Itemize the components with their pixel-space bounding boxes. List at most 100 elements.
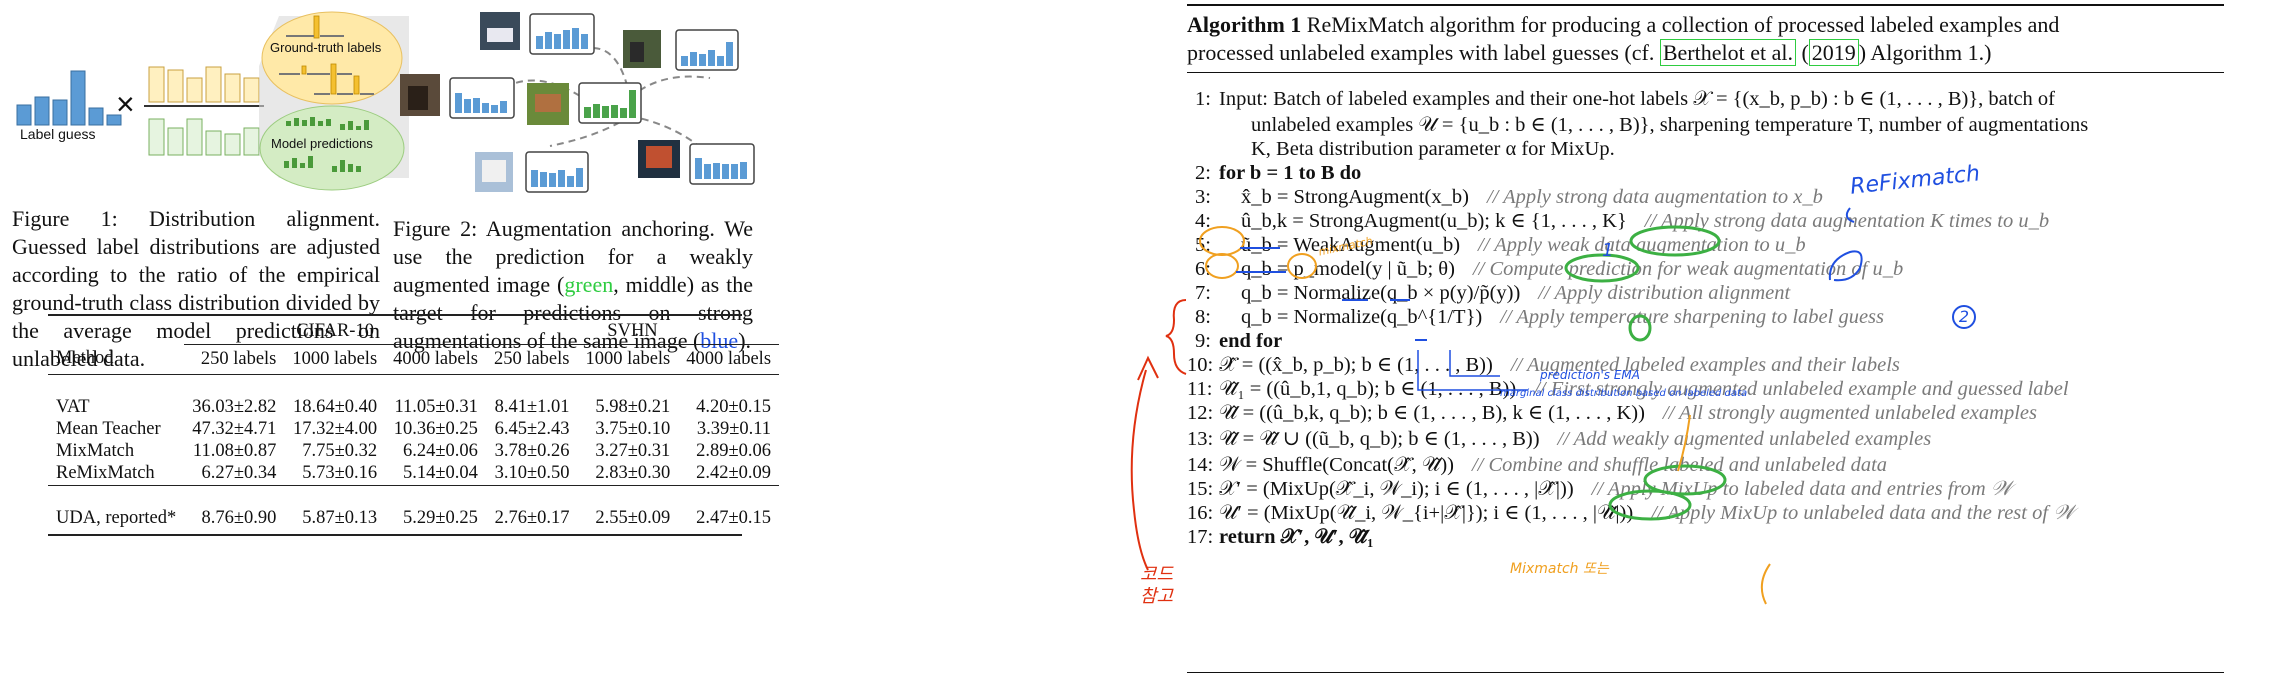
- figure-1-diagram: [16, 11, 409, 191]
- column-header: 250 labels: [200, 348, 277, 369]
- line-number: 10:: [1187, 354, 1214, 376]
- line-comment: // Add weakly augmented unlabeled exampl…: [1557, 428, 1932, 450]
- line-number: 17:: [1187, 526, 1214, 548]
- thumbnail-images: [400, 12, 680, 192]
- line-number: 7:: [1195, 282, 1211, 304]
- note-mixmatch-alt: Mixmatch 또는: [1510, 561, 1609, 577]
- algorithm-line: 8:q_b = Normalize(q_b^{1/T})// Apply tem…: [1187, 304, 1884, 330]
- line-comment: // Apply weak data augmentation to u_b: [1478, 234, 1806, 256]
- table-cell: 3.39±0.11: [696, 419, 772, 439]
- line-number: 9:: [1195, 330, 1211, 352]
- line-code: return 𝒳′, 𝒰′, 𝒰̂₁: [1219, 526, 1374, 548]
- line-comment: // Apply MixUp to unlabeled data and the…: [1651, 502, 2075, 524]
- note-korean: 코드 참고: [1140, 564, 1174, 607]
- table-cell: 2.89±0.06: [696, 441, 772, 461]
- table-cell: 11.05±0.31: [394, 397, 478, 417]
- column-header: 4000 labels: [393, 348, 478, 369]
- column-header: 250 labels: [493, 348, 570, 369]
- algorithm-line: 5:ũ_b = WeakAugment(u_b)// Apply weak da…: [1187, 232, 1806, 258]
- table-cell: 3.75±0.10: [595, 419, 671, 439]
- line-number: 16:: [1187, 502, 1214, 524]
- table-cell: 5.14±0.04: [403, 463, 478, 483]
- table-cell: 6.27±0.34: [201, 463, 277, 483]
- line-code: Input: Batch of labeled examples and the…: [1219, 88, 2056, 110]
- line-code: 𝒳̂ = ((x̂_b, p_b); b ∈ (1, . . . , B)): [1219, 354, 1493, 376]
- table-cell: ReMixMatch: [56, 463, 155, 483]
- note-ema: prediction's EMA: [1540, 368, 1640, 382]
- table-cell: 10.36±0.25: [393, 419, 478, 439]
- table-cell: 47.32±4.71: [192, 419, 277, 439]
- algorithm-line: 11: 𝒰̂₁ = ((û_b,1, q_b); b ∈ (1, . . . , …: [1187, 376, 2069, 402]
- line-code: 𝒰̂ = 𝒰̂ ∪ ((ũ_b, q_b); b ∈ (1, . . . , B…: [1219, 428, 1540, 450]
- table-cell: 2.42±0.09: [696, 463, 772, 483]
- line-code: for b = 1 to B do: [1219, 162, 1362, 184]
- line-code: û_b,k = StrongAugment(u_b); k ∈ {1, . . …: [1241, 210, 1627, 232]
- line-number: 15:: [1187, 478, 1214, 500]
- algorithm-line: 1: Input: Batch of labeled examples and t…: [1187, 86, 2055, 112]
- line-code: end for: [1219, 330, 1283, 352]
- table-cell: Mean Teacher: [56, 419, 161, 439]
- line-number: 13:: [1187, 428, 1214, 450]
- line-code: unlabeled examples 𝒰 = {u_b : b ∈ (1, . …: [1251, 114, 2089, 136]
- anchor-links: [494, 46, 711, 157]
- table-cell: 11.08±0.87: [192, 441, 277, 461]
- algorithm-line: 16:𝒰′ = (MixUp(𝒰̂_i, 𝒲_{i+|𝒳̂|}); i ∈ (1…: [1187, 500, 2075, 526]
- algorithm-line: 13:𝒰̂ = 𝒰̂ ∪ ((ũ_b, q_b); b ∈ (1, . . . …: [1187, 426, 1931, 452]
- algorithm-number: Algorithm 1: [1187, 12, 1302, 37]
- line-number: 2:: [1195, 162, 1211, 184]
- algorithm-line: 3:x̂_b = StrongAugment(x_b)// Apply stro…: [1187, 184, 1823, 210]
- line-code: 𝒳′ = (MixUp(𝒳̂_i, 𝒲_i); i ∈ (1, . . . , …: [1219, 478, 1574, 500]
- line-comment: // Augmented labeled examples and their …: [1510, 354, 1900, 376]
- table-cell: 8.76±0.90: [201, 508, 277, 528]
- table-cell: 5.98±0.21: [595, 397, 671, 417]
- table-cell: UDA, reported*: [56, 508, 177, 528]
- citation-year-link[interactable]: 2019: [1808, 39, 1859, 66]
- table-cell: 5.29±0.25: [403, 508, 478, 528]
- line-number: 3:: [1195, 186, 1211, 208]
- line-comment: // Apply strong data augmentation to x_b: [1486, 186, 1823, 208]
- table-cell: 5.73±0.16: [302, 463, 378, 483]
- algorithm-line: 10:𝒳̂ = ((x̂_b, p_b); b ∈ (1, . . . , B)…: [1187, 352, 1900, 378]
- algorithm-line: 6:q_b = p_model(y | ũ_b; θ)// Compute pr…: [1187, 256, 1903, 282]
- line-number: 1:: [1195, 88, 1211, 110]
- line-comment: // Compute prediction for weak augmentat…: [1472, 258, 1904, 280]
- group-svhn: SVHN: [485, 320, 780, 345]
- line-number: 4:: [1195, 210, 1211, 232]
- table-row: ReMixMatch 6.27±0.34 5.73±0.16 5.14±0.04 3.1…: [48, 463, 780, 485]
- figure-2-diagram: [400, 12, 755, 193]
- table-cell: 6.45±2.43: [494, 419, 570, 439]
- line-code: ũ_b = WeakAugment(u_b): [1241, 234, 1461, 256]
- algorithm-title: Algorithm 1 ReMixMatch algorithm for pro…: [1187, 12, 2059, 38]
- table-cell: 7.75±0.32: [302, 441, 378, 461]
- column-header: 1000 labels: [585, 348, 671, 369]
- table-cell: 3.10±0.50: [494, 463, 570, 483]
- table-cell: 3.78±0.26: [494, 441, 570, 461]
- ground-truth-label: Ground-truth labels: [270, 40, 382, 55]
- table-cell: 4.20±0.15: [696, 397, 772, 417]
- algorithm-title-line2: processed unlabeled examples with label …: [1187, 39, 1992, 66]
- line-code: 𝒰̂₁ = ((û_b,1, q_b); b ∈ (1, . . . , B)): [1219, 378, 1517, 400]
- table-cell: MixMatch: [56, 441, 135, 461]
- caption-green-word: green: [564, 272, 614, 297]
- times-symbol: ×: [116, 86, 135, 122]
- line-code: q_b = Normalize(q_b × p(y)/p̃(y)): [1241, 282, 1521, 304]
- table-cell: 2.55±0.09: [595, 508, 671, 528]
- results-table-wrap: CIFAR-10 SVHN Method 250 labels 1000 lab…: [48, 314, 780, 536]
- citation-link[interactable]: Berthelot et al.: [1659, 39, 1796, 66]
- line-number: 11:: [1187, 378, 1213, 400]
- line-comment: // Apply distribution alignment: [1538, 282, 1791, 304]
- table-cell: 8.41±1.01: [494, 397, 570, 417]
- handwritten-annotations: [1130, 207, 1863, 605]
- ground-truth-bars: [148, 66, 260, 103]
- model-predictions-label: Model predictions: [271, 136, 373, 151]
- algorithm-title-text: ReMixMatch algorithm for producing a col…: [1306, 12, 2060, 37]
- line-code: 𝒰̂ = ((û_b,k, q_b); b ∈ (1, . . . , B), …: [1219, 402, 1645, 424]
- line-comment: // First strongly augmented unlabeled ex…: [1534, 378, 2069, 400]
- algorithm-line: 7: q_b = Normalize(q_b × p(y)/p̃(y)) // Ap…: [1187, 280, 1790, 306]
- algorithm-line: unlabeled examples 𝒰 = {u_b : b ∈ (1, . …: [1219, 112, 2088, 138]
- line-number: 8:: [1195, 306, 1211, 328]
